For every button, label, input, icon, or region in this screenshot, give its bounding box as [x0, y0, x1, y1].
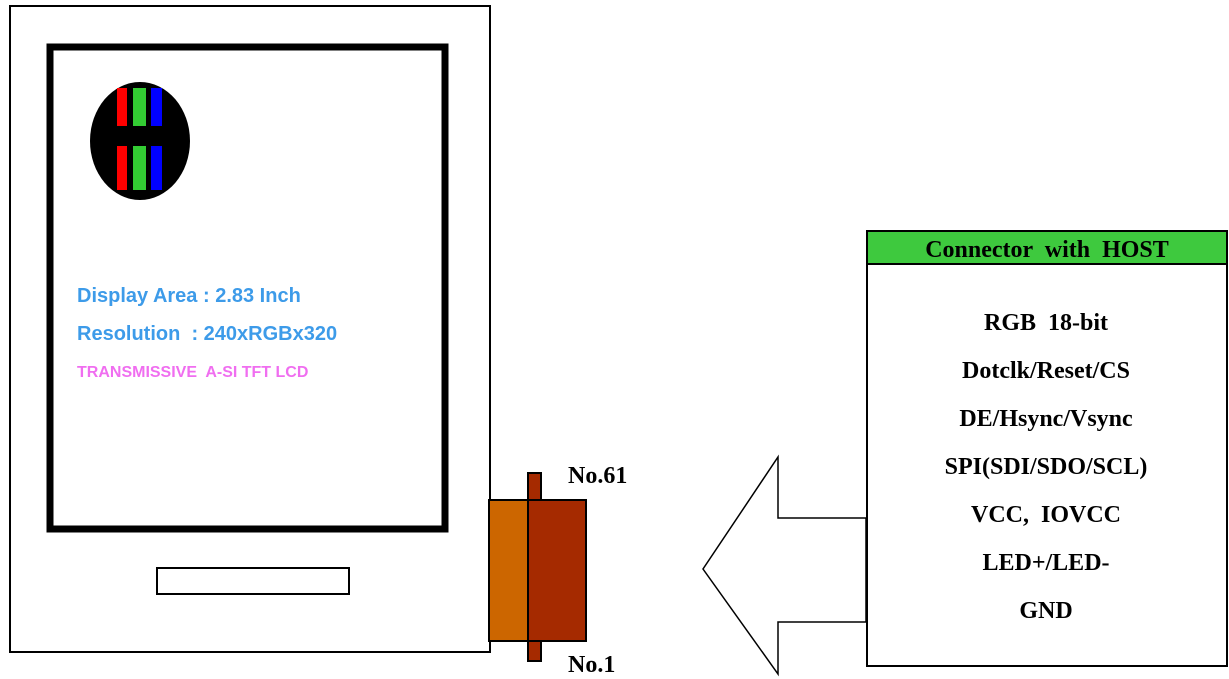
host-signal-line: DE/Hsync/Vsync — [959, 406, 1133, 432]
rgb-pixel-logo — [90, 82, 190, 200]
panel-type-text: TRANSMISSIVE A-SI TFT LCD — [77, 364, 308, 381]
fpc-body — [527, 499, 587, 642]
host-signal-line: GND — [1019, 598, 1072, 624]
logo-red-bar-top — [117, 88, 127, 126]
host-signal-line: Dotclk/Reset/CS — [962, 358, 1130, 384]
host-signal-line: VCC, IOVCC — [971, 502, 1121, 528]
signal-arrow-left — [702, 454, 867, 677]
fpc-connector — [488, 472, 587, 662]
logo-green-bar-top — [133, 88, 146, 126]
host-signal-list: RGB 18-bit Dotclk/Reset/CS DE/Hsync/Vsyn… — [945, 310, 1148, 624]
logo-green-bar-bottom — [133, 146, 146, 190]
pin-1-label: No.1 — [568, 652, 615, 678]
logo-blue-bar-bottom — [151, 146, 162, 190]
logo-blue-bar-top — [151, 88, 162, 126]
resolution-text: Resolution : 240xRGBx320 — [77, 323, 337, 345]
host-signal-line: LED+/LED- — [982, 550, 1109, 576]
host-signal-line: RGB 18-bit — [984, 310, 1108, 336]
logo-red-bar-bottom — [117, 146, 127, 190]
logo-ellipse — [90, 82, 190, 200]
host-signal-line: SPI(SDI/SDO/SCL) — [945, 454, 1148, 480]
pin-61-label: No.61 — [568, 463, 627, 489]
display-area-text: Display Area : 2.83 Inch — [77, 285, 301, 307]
host-signal-box — [866, 263, 1228, 667]
fpc-tail — [488, 499, 533, 642]
bottom-slot — [156, 567, 350, 595]
host-header-label: Connector with HOST — [925, 237, 1169, 263]
